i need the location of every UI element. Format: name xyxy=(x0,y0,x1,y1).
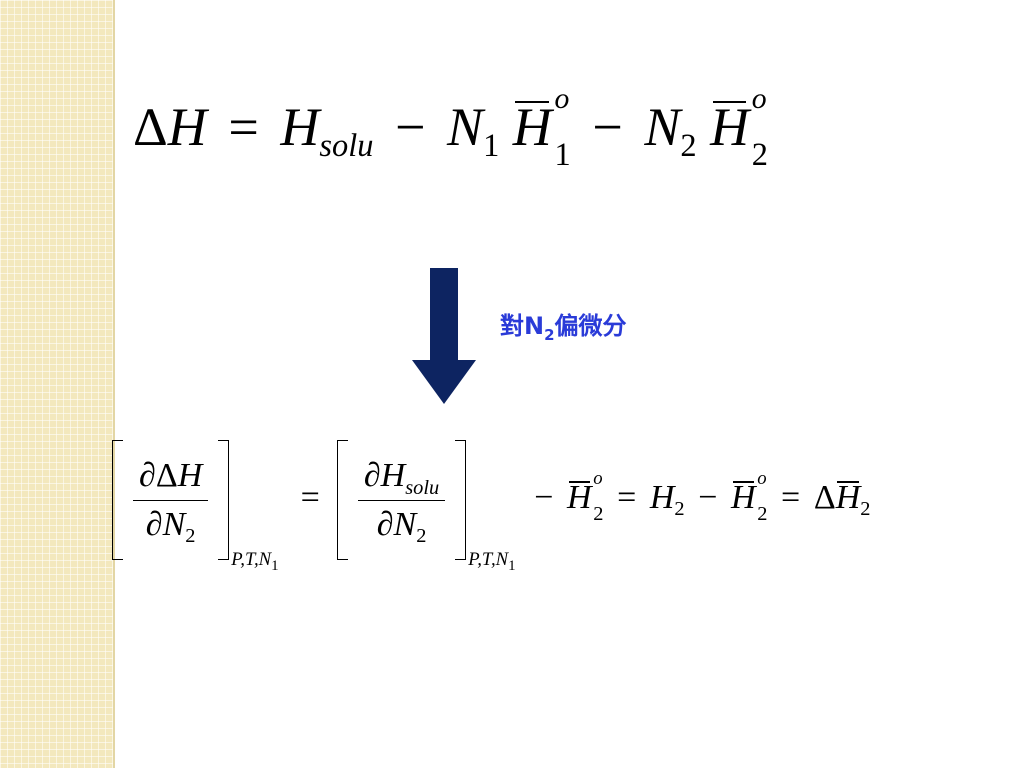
standard-state-superscript: o xyxy=(554,83,570,116)
equals-sign: = xyxy=(781,478,801,516)
bracket-term-right: ∂Hsolu ∂N2 P,T,N1 xyxy=(336,440,516,573)
right-bracket xyxy=(455,440,467,560)
held-constant-conditions: P,T,N1 xyxy=(468,549,515,573)
equals-sign: = xyxy=(617,478,637,516)
label-prefix: 對N xyxy=(500,312,545,340)
bracket-term-left: ∂ΔH ∂N2 P,T,N1 xyxy=(112,440,279,573)
comma: , xyxy=(253,549,259,571)
partial-symbol: ∂ xyxy=(145,505,163,543)
subscript-two: 2 xyxy=(860,497,871,520)
comma: , xyxy=(490,549,496,571)
partial-symbol: ∂ xyxy=(363,457,381,495)
right-bracket xyxy=(218,440,230,560)
partial-symbol: ∂ xyxy=(139,457,156,495)
fraction-delta-h: ∂ΔH ∂N2 xyxy=(133,456,209,547)
pressure-symbol: P xyxy=(231,549,241,571)
standard-state-superscript: o xyxy=(757,468,767,490)
equals-sign: = xyxy=(300,478,320,516)
molar-enthalpy-bar-symbol: H xyxy=(710,97,750,157)
minus-sign: − xyxy=(534,478,554,516)
subscript-two: 2 xyxy=(416,524,427,547)
enthalpy-symbol: H xyxy=(167,97,207,157)
comma: , xyxy=(240,549,245,571)
subscript-two: 2 xyxy=(751,137,768,174)
fraction-h-solu: ∂Hsolu ∂N2 xyxy=(357,456,446,547)
delta-symbol: Δ xyxy=(133,97,168,157)
subscript-one: 1 xyxy=(508,557,516,574)
molar-enthalpy-bar-symbol: H xyxy=(512,97,552,157)
moles-symbol: N xyxy=(162,505,186,543)
moles-symbol: N xyxy=(393,505,417,543)
standard-state-superscript: o xyxy=(751,83,767,116)
moles-symbol: N xyxy=(495,549,509,571)
fraction-bar xyxy=(133,499,209,501)
delta-symbol: Δ xyxy=(813,478,836,516)
subscript-one: 1 xyxy=(483,128,500,165)
left-bracket xyxy=(336,440,348,560)
solution-subscript: solu xyxy=(319,128,374,165)
fraction-numerator: ∂Hsolu xyxy=(358,456,445,498)
label-subscript: 2 xyxy=(544,326,555,344)
equals-sign: = xyxy=(228,97,259,157)
enthalpy-symbol: H xyxy=(649,478,675,516)
down-arrow-icon xyxy=(412,268,476,404)
enthalpy-solution-symbol: H xyxy=(280,97,320,157)
moles-symbol: N xyxy=(447,97,484,157)
subscript-one: 1 xyxy=(554,137,571,174)
minus-sign: − xyxy=(592,97,623,157)
fraction-numerator: ∂ΔH xyxy=(133,456,208,495)
temperature-symbol: T xyxy=(244,549,254,571)
left-bracket xyxy=(112,440,123,560)
enthalpy-symbol: H xyxy=(380,457,406,495)
minus-sign: − xyxy=(698,478,718,516)
solution-subscript: solu xyxy=(405,476,440,499)
moles-symbol: N xyxy=(258,549,272,571)
fraction-bar xyxy=(357,499,446,501)
held-constant-conditions: P,T,N1 xyxy=(231,549,278,573)
comma: , xyxy=(477,549,482,571)
partial-symbol: ∂ xyxy=(376,505,394,543)
molar-enthalpy-bar-symbol: H xyxy=(835,478,861,516)
delta-symbol: Δ xyxy=(155,457,178,495)
standard-state-superscript: o xyxy=(593,468,603,490)
fraction-denominator: ∂N2 xyxy=(140,505,202,547)
subscript-two: 2 xyxy=(185,524,196,547)
partial-derivative-label: 對N2偏微分 xyxy=(500,306,627,344)
pressure-symbol: P xyxy=(468,549,478,571)
molar-enthalpy-bar-symbol: H xyxy=(731,478,756,516)
label-suffix: 偏微分 xyxy=(554,312,627,340)
subscript-two: 2 xyxy=(680,128,697,165)
subscript-two: 2 xyxy=(674,497,685,520)
minus-sign: − xyxy=(394,97,426,157)
enthalpy-symbol: H xyxy=(177,457,203,495)
decorative-sidebar xyxy=(0,0,115,768)
subscript-two: 2 xyxy=(757,503,768,526)
molar-enthalpy-bar-symbol: H xyxy=(567,478,592,516)
moles-symbol: N xyxy=(644,97,681,157)
subscript-one: 1 xyxy=(271,557,279,574)
fraction-denominator: ∂N2 xyxy=(371,505,433,547)
temperature-symbol: T xyxy=(481,549,491,571)
subscript-two: 2 xyxy=(593,503,604,526)
